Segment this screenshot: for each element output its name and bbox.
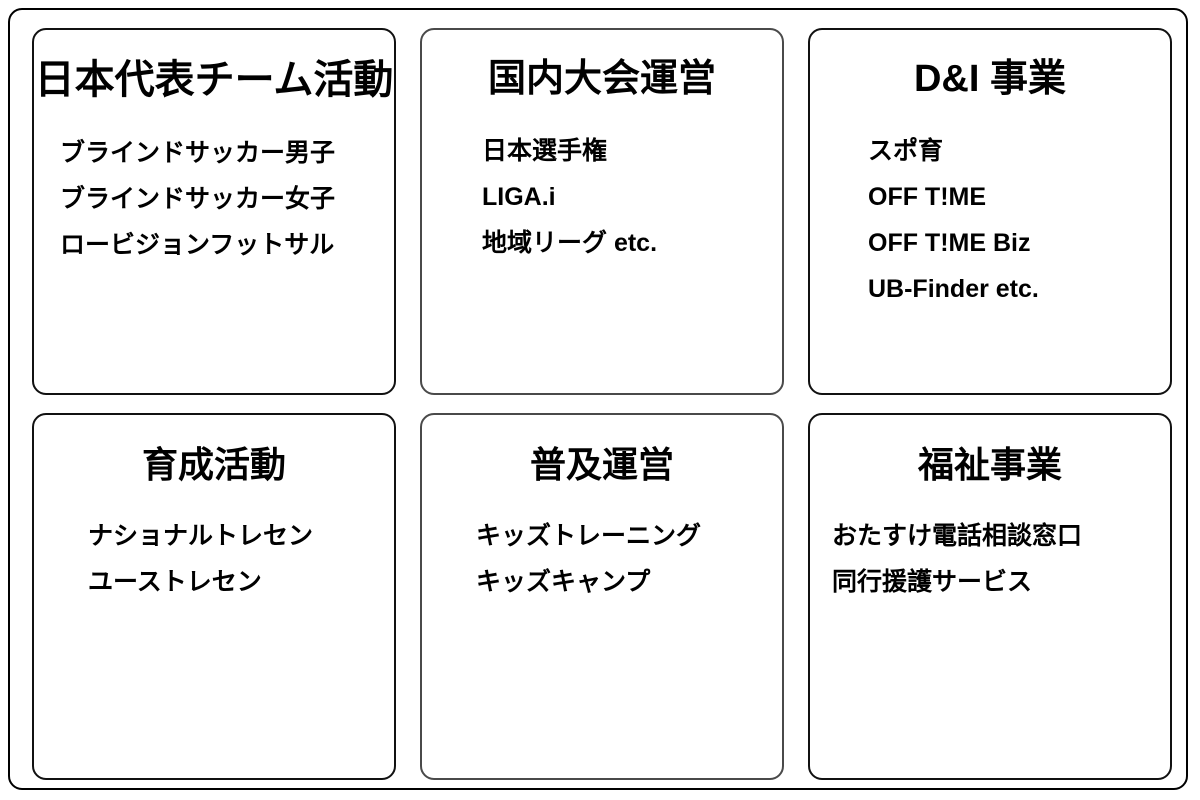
card-title: 日本代表チーム活動 [34, 58, 394, 102]
list-item: 地域リーグ etc. [482, 229, 658, 257]
card-outreach-management[interactable]: 普及運営 キッズトレーニング キッズキャンプ [420, 413, 784, 780]
business-area-card-grid: 日本代表チーム活動 ブラインドサッカー男子 ブラインドサッカー女子 ロービジョン… [32, 28, 1172, 780]
card-national-team-activities[interactable]: 日本代表チーム活動 ブラインドサッカー男子 ブラインドサッカー女子 ロービジョン… [32, 28, 396, 395]
list-item: 同行援護サービス [832, 568, 1033, 596]
list-item: キッズトレーニング [476, 522, 702, 550]
card-development-activities[interactable]: 育成活動 ナショナルトレセン ユーストレセン [32, 413, 396, 780]
list-item: 日本選手権 [482, 137, 608, 165]
list-item: スポ育 [868, 137, 944, 165]
list-item: ユーストレセン [88, 568, 262, 596]
list-item: UB-Finder etc. [868, 275, 1039, 303]
card-title: 育成活動 [141, 444, 286, 485]
card-item-list: 日本選手権 LIGA.i 地域リーグ etc. [422, 128, 782, 266]
list-item: ナショナルトレセン [88, 522, 314, 550]
list-item: OFF T!ME [868, 183, 987, 211]
list-item: キッズキャンプ [476, 568, 651, 596]
card-item-list: ブラインドサッカー男子 ブラインドサッカー女子 ロービジョンフットサル [34, 130, 394, 268]
diagram-outer-frame: 日本代表チーム活動 ブラインドサッカー男子 ブラインドサッカー女子 ロービジョン… [8, 8, 1188, 790]
list-item: OFF T!ME Biz [868, 229, 1031, 257]
card-title: D&I 事業 [913, 58, 1066, 100]
card-title: 福祉事業 [917, 444, 1062, 485]
list-item: おたすけ電話相談窓口 [832, 522, 1083, 550]
card-item-list: キッズトレーニング キッズキャンプ [422, 513, 782, 605]
card-item-list: おたすけ電話相談窓口 同行援護サービス [810, 513, 1170, 605]
list-item: ブラインドサッカー男子 [60, 139, 336, 167]
list-item: ブラインドサッカー女子 [60, 185, 336, 213]
list-item: LIGA.i [482, 183, 556, 211]
list-item: ロービジョンフットサル [60, 231, 335, 259]
card-di-business[interactable]: D&I 事業 スポ育 OFF T!ME OFF T!ME Biz UB-Find… [808, 28, 1172, 395]
card-domestic-competition-management[interactable]: 国内大会運営 日本選手権 LIGA.i 地域リーグ etc. [420, 28, 784, 395]
card-welfare-business[interactable]: 福祉事業 おたすけ電話相談窓口 同行援護サービス [808, 413, 1172, 780]
card-title: 国内大会運営 [487, 58, 716, 100]
card-title: 普及運営 [529, 444, 674, 485]
card-item-list: ナショナルトレセン ユーストレセン [34, 513, 394, 605]
card-item-list: スポ育 OFF T!ME OFF T!ME Biz UB-Finder etc. [810, 128, 1170, 312]
